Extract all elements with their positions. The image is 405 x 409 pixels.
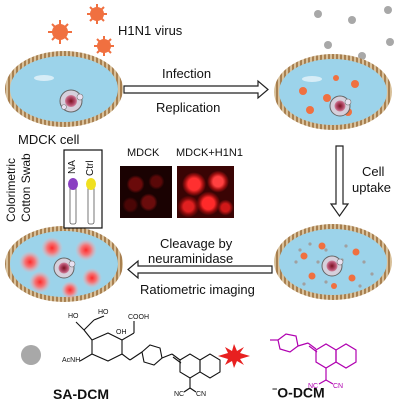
o-dcm-name: −O-DCM [272, 384, 325, 401]
sa-dcm-oh: OH [116, 329, 127, 336]
sa-dcm-nc: NC [174, 391, 185, 398]
o-dcm-charge: − [272, 384, 278, 394]
sa-dcm-name: SA-DCM [53, 386, 109, 402]
swab-na-label: NA [67, 160, 78, 174]
swab-title-2: Cotton Swab [19, 153, 33, 222]
replication-label: Replication [156, 100, 221, 115]
red-glow-spots [19, 237, 102, 299]
red-starburst-icon [218, 344, 250, 368]
arrow-infection [123, 79, 269, 100]
sa-dcm-ho-1: HO [68, 313, 79, 320]
swab-na [68, 178, 78, 225]
sa-dcm-structure [75, 315, 221, 393]
cell-top-right [274, 54, 392, 130]
o-dcm-nc: NC [308, 383, 319, 390]
mdck-cell-label: MDCK cell [18, 132, 80, 147]
sa-dcm-cooh: COOH [128, 314, 149, 321]
virus-icon [87, 4, 107, 24]
infection-label: Infection [162, 66, 212, 81]
nucleus [329, 95, 352, 117]
arrow-cleavage [127, 259, 273, 280]
swab-ctrl [86, 178, 96, 225]
o-dcm-structure [270, 333, 357, 385]
ratiometric-label: Ratiometric imaging [140, 282, 255, 297]
virus-particles [48, 4, 114, 56]
cleavage-label-2: neuraminidase [148, 251, 234, 266]
cell-uptake-label-2: uptake [352, 180, 392, 195]
micrograph-mdck-h1n1 [177, 166, 234, 218]
nucleus [59, 89, 84, 113]
virus-icon [94, 36, 114, 56]
cleavage-label-1: Cleavage by [160, 236, 233, 251]
virus-label: H1N1 virus [118, 23, 183, 38]
arrow-uptake [329, 145, 350, 218]
o-dcm-text: O-DCM [277, 384, 325, 401]
cell-top-left [5, 51, 123, 127]
micrograph-mdck [120, 166, 172, 218]
nucleus [53, 257, 76, 279]
virus-icon [48, 20, 72, 44]
cotton-swab-box [63, 149, 103, 229]
nucleus [321, 255, 344, 277]
cell-bottom-left [5, 226, 123, 302]
o-dcm-cn: CN [333, 383, 344, 390]
sa-dcm-cn: CN [196, 391, 207, 398]
cell-uptake-label-1: Cell [362, 164, 385, 179]
sa-dcm-probe-icon [21, 345, 41, 365]
panel-mdck-h1n1-label: MDCK+H1N1 [176, 147, 243, 159]
swab-ctrl-label: Ctrl [85, 160, 96, 176]
swab-title-1: Colorimetric [4, 157, 18, 222]
sa-dcm-ho-2: HO [98, 309, 109, 316]
panel-mdck-label: MDCK [127, 147, 160, 159]
cell-bottom-right [274, 224, 392, 300]
probe-dots [314, 6, 394, 60]
sa-dcm-acnh: AcNH [62, 357, 81, 364]
